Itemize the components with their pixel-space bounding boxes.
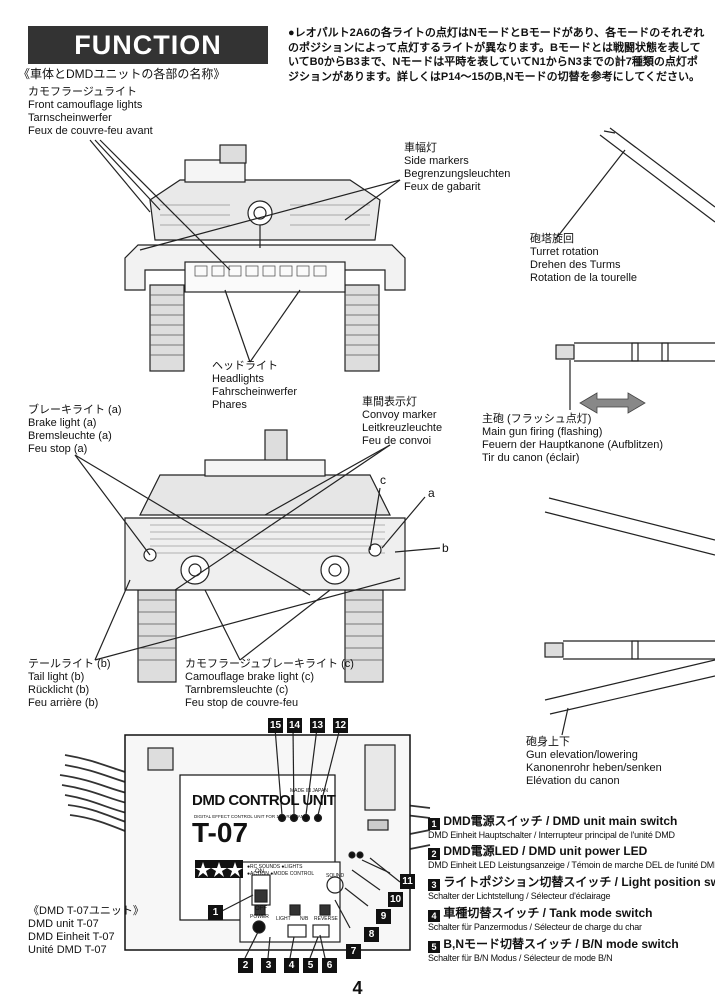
function-banner: FUNCTION [28,26,268,64]
section-subtitle: 《車体とDMDユニットの各部の名称》 [18,67,226,81]
legend-sub: Schalter der Lichtstellung / Sélecteur d… [428,891,611,901]
unit-on-label: ON [255,869,264,875]
legend-sub: Schalter für Panzermodus / Sélecteur de … [428,922,642,932]
unit-made-in: MADE IN JAPAN [290,788,328,794]
legend-title: ライトポジション切替スイッチ / Light position switch [443,875,715,889]
tank-rear-view [74,429,441,683]
callout-11: 11 [400,874,415,889]
tank-front-view [89,139,406,372]
unit-model: T-07 [192,817,249,848]
legend-sub: DMD Einheit Hauptschalter / Interrupteur… [428,830,675,840]
unit-small-1: DIGITAL EFFECT CONTROL UNIT FOR 1/16 R/C… [194,814,308,819]
dmd-unit-drawing [59,727,431,959]
legend-item-4: 4 車種切替スイッチ / Tank mode switch Schalter f… [428,904,652,932]
callout-14: 14 [287,718,302,733]
callout-5: 5 [303,958,318,973]
label-camouflage-brake: カモフラージュブレーキライト (c)Camouflage brake light… [185,658,354,709]
callout-2: 2 [238,958,253,973]
label-tail-light: テールライト (b)Tail light (b) Rücklicht (b)Fe… [28,658,111,709]
unit-small-2: ●RC SOUNDS ●LIGHTS [247,864,303,870]
callout-4: 4 [284,958,299,973]
callout-13: 13 [310,718,325,733]
unit-light-label: LIGHT [276,916,291,922]
letter-a-marker: a [428,486,435,500]
legend-title: DMD電源LED / DMD unit power LED [443,844,648,858]
label-brake-light: ブレーキライト (a)Brake light (a) Bremsleuchte … [28,404,122,455]
turret-rotation-arrow [579,392,646,414]
gun-barrel-drawings [544,127,715,736]
callout-1: 1 [208,905,223,920]
legend-badge: 5 [428,941,440,953]
legend-item-3: 3 ライトポジション切替スイッチ / Light position switch… [428,873,715,901]
callout-12: 12 [333,718,348,733]
tamiya-star-logo [195,860,243,878]
unit-reverse-label: REVERSE [314,916,338,922]
legend-badge: 3 [428,879,440,891]
unit-nb-label: N/B [300,916,309,922]
callout-3: 3 [261,958,276,973]
unit-off-label: OFF [255,906,267,912]
legend-badge: 4 [428,910,440,922]
callout-10: 10 [388,892,403,907]
legend-badge: 1 [428,818,440,830]
legend-title: 車種切替スイッチ / Tank mode switch [443,906,653,920]
label-main-gun-firing: 主砲 (フラッシュ点灯)Main gun firing (flashing) F… [482,413,663,464]
legend-item-1: 1 DMD電源スイッチ / DMD unit main switch DMD E… [428,812,677,840]
legend-title: DMD電源スイッチ / DMD unit main switch [443,814,678,828]
unit-small-3: ●ACTION ●MODE CONTROL [247,871,315,877]
callout-15: 15 [268,718,283,733]
letter-c-marker: c [380,473,386,487]
legend-sub: Schalter für B/N Modus / Sélecteur de mo… [428,953,613,963]
label-dmd-unit: 《DMD T-07ユニット》DMD unit T-07 DMD Einheit … [28,905,144,956]
legend-sub: DMD Einheit LED Leistungsanzeige / Témoi… [428,860,715,870]
unit-title: DMD CONTROL UNIT [192,792,336,809]
callout-7: 7 [346,944,361,959]
letter-b-marker: b [442,541,449,555]
legend-item-2: 2 DMD電源LED / DMD unit power LED DMD Einh… [428,842,715,870]
legend-title: B,Nモード切替スイッチ / B/N mode switch [443,937,679,951]
legend-item-5: 5 B,Nモード切替スイッチ / B/N mode switch Schalte… [428,935,679,963]
unit-sound-label: SOUND [326,873,345,879]
unit-power-label: POWER [250,914,269,920]
legend-badge: 2 [428,848,440,860]
intro-text: ●レオパルト2A6の各ライトの点灯はNモードとBモードがあり、各モードのそれぞれ… [288,27,705,83]
callout-6: 6 [322,958,337,973]
callout-9: 9 [376,909,391,924]
callout-8: 8 [364,927,379,942]
page-number: 4 [352,978,363,998]
